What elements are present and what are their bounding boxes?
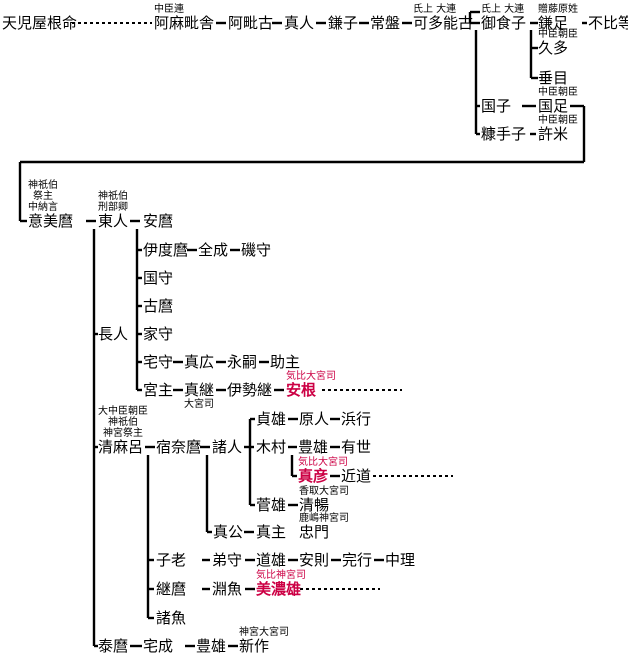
person-name: 伊勢継 <box>227 381 273 399</box>
person-name: 古麿 <box>143 297 174 315</box>
person-title: 神祇伯 刑部卿 <box>98 191 128 213</box>
person-name: 国足 <box>538 97 569 115</box>
person-title: 気比大宮司 <box>298 457 348 468</box>
person-name: 宅守 <box>143 353 174 371</box>
person-name: 鎌子 <box>328 14 359 32</box>
person-name: 安根 <box>286 381 317 399</box>
person-title: 中臣朝臣 <box>538 87 578 98</box>
person-name: 真広 <box>184 353 215 371</box>
person-name: 忠門 <box>299 523 330 541</box>
person-title: 気比神宮司 <box>256 570 306 581</box>
person-name: 天児屋根命 <box>2 14 78 32</box>
person-title: 贈藤原姓 <box>538 4 578 15</box>
person-name: 御食子 <box>481 14 527 32</box>
person-name: 清麻呂 <box>98 438 144 456</box>
person-name: 近道 <box>341 467 372 485</box>
person-title: 神祇伯 祭主 中納言 <box>28 180 58 213</box>
person-name: 諸魚 <box>156 609 187 627</box>
person-name: 助主 <box>270 353 301 371</box>
person-name: 久多 <box>538 39 569 57</box>
person-name: 安則 <box>299 551 330 569</box>
person-name: 木村 <box>256 438 287 456</box>
person-name: 新作 <box>239 637 270 655</box>
person-title: 大中臣朝臣 神祇伯 神宮祭主 <box>98 406 148 439</box>
person-name: 真継 <box>184 381 215 399</box>
person-name: 子老 <box>156 551 187 569</box>
person-name: 許米 <box>538 125 569 143</box>
person-name: 弟守 <box>212 551 243 569</box>
person-name: 中理 <box>385 551 416 569</box>
person-name: 全成 <box>198 241 229 259</box>
person-name: 垂目 <box>538 69 569 87</box>
person-name: 磯守 <box>241 241 272 259</box>
person-title: 気比大宮司 <box>286 371 336 382</box>
person-title: 鹿嶋神宮司 <box>299 513 349 524</box>
person-name: 意美麿 <box>28 212 74 230</box>
person-title: 中臣連 <box>154 4 184 15</box>
person-name: 豊雄 <box>298 438 329 456</box>
person-title: 神宮大宮司 <box>239 627 289 638</box>
person-name: 真人 <box>284 14 315 32</box>
person-name: 可多能古 <box>413 14 474 32</box>
person-name: 阿麻毗舎 <box>154 14 215 32</box>
person-name: 淵魚 <box>212 580 243 598</box>
person-name: 東人 <box>98 212 129 230</box>
person-name: 安麿 <box>143 212 174 230</box>
person-name: 菅雄 <box>256 496 287 514</box>
person-name: 鎌足 <box>538 14 569 32</box>
person-title: 中臣朝臣 <box>538 29 578 40</box>
person-title: 氏上 大連 <box>481 4 525 15</box>
person-name: 継麿 <box>156 580 187 598</box>
person-name: 伊度麿 <box>143 241 189 259</box>
person-name: 原人 <box>299 410 330 428</box>
person-name: 国子 <box>481 97 512 115</box>
person-name: 永嗣 <box>227 353 258 371</box>
person-name: 豊雄 <box>196 637 227 655</box>
person-name: 泰麿 <box>98 637 129 655</box>
person-name: 常盤 <box>370 14 401 32</box>
person-name: 完行 <box>342 551 373 569</box>
person-name: 貞雄 <box>256 410 287 428</box>
person-name: 道雄 <box>256 551 287 569</box>
person-title: 香取大宮司 <box>299 486 349 497</box>
person-name: 宿奈麿 <box>156 438 202 456</box>
person-name: 諸人 <box>212 438 243 456</box>
person-title-below: 大宮司 <box>184 399 214 410</box>
person-title: 氏上 大連 <box>413 4 457 15</box>
person-name: 宮主 <box>143 381 174 399</box>
person-name: 長人 <box>98 325 129 343</box>
person-name: 有世 <box>341 438 372 456</box>
person-name: 宅成 <box>143 637 174 655</box>
person-name: 国守 <box>143 269 174 287</box>
person-name: 家守 <box>143 325 174 343</box>
person-name: 美濃雄 <box>256 580 302 598</box>
person-title: 中臣朝臣 <box>538 115 578 126</box>
person-name: 真公 <box>213 523 244 541</box>
person-name: 阿毗古 <box>228 14 274 32</box>
person-name: 浜行 <box>341 410 372 428</box>
person-name: 真彦 <box>298 467 329 485</box>
person-name: 不比等 <box>588 14 628 32</box>
person-name: 糠手子 <box>481 125 527 143</box>
person-name: 清暢 <box>299 496 330 514</box>
person-name: 真主 <box>256 523 287 541</box>
